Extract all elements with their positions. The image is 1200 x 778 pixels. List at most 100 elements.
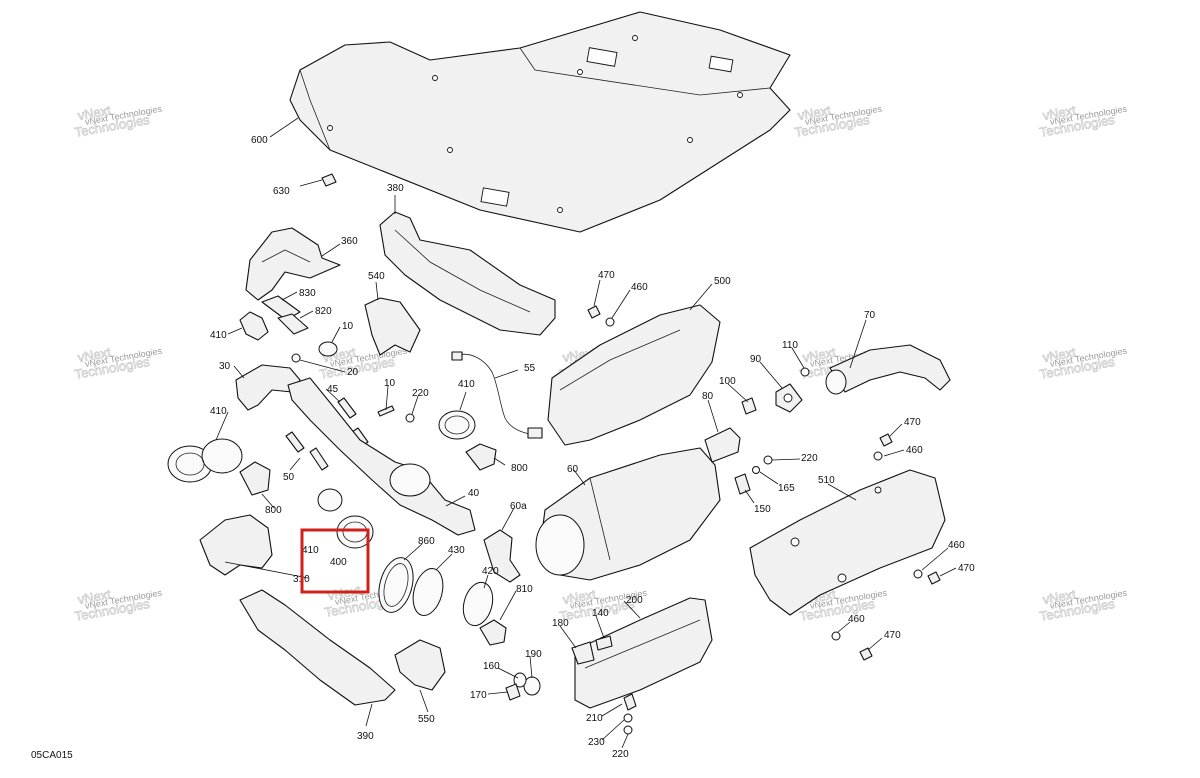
- part-380-heat-shield: [379, 211, 556, 336]
- callout-50: 50: [283, 472, 295, 483]
- callout-230: 230: [588, 737, 605, 748]
- callout-410: 410: [458, 379, 475, 390]
- callout-60a: 60a: [510, 501, 527, 512]
- callout-430: 430: [448, 545, 465, 556]
- part-100-bolt: [741, 397, 757, 415]
- part-800-bracket: [465, 443, 497, 471]
- part-80-tailpipe: [704, 427, 741, 463]
- part-460-washer: [831, 631, 841, 641]
- callout-410: 410: [210, 330, 227, 341]
- callout-180: 180: [552, 618, 569, 629]
- part-140-bracket: [595, 635, 613, 651]
- part-550-heat-shield: [394, 639, 446, 691]
- part-110-nut: [800, 367, 810, 377]
- watermark: vNext Technologies vNext Technologies: [73, 344, 163, 382]
- callout-470: 470: [958, 563, 975, 574]
- part-470-bolt: [859, 647, 873, 661]
- callout-600: 600: [251, 135, 268, 146]
- selection-highlight-box[interactable]: [300, 528, 370, 594]
- callout-60: 60: [567, 464, 579, 475]
- callout-150: 150: [754, 504, 771, 515]
- part-460-washer: [873, 451, 883, 461]
- callout-380: 380: [387, 183, 404, 194]
- svg-text:vNext: vNext: [1042, 344, 1078, 365]
- callout-390: 390: [357, 731, 374, 742]
- part-510-heat-shield: [749, 469, 946, 616]
- callout-220: 220: [412, 388, 429, 399]
- svg-text:vNext: vNext: [77, 102, 113, 123]
- callout-140: 140: [592, 608, 609, 619]
- callout-20: 20: [347, 367, 359, 378]
- callout-460: 460: [948, 540, 965, 551]
- part-410-clamp: [438, 410, 476, 440]
- watermark: vNext Technologies vNext Technologies: [73, 102, 163, 140]
- part-230-washer: [623, 713, 633, 723]
- watermark: vNext Technologies vNext Technologies: [73, 586, 163, 624]
- part-470-bolt: [927, 571, 941, 585]
- part-630-grommet: [321, 173, 337, 187]
- part-820-bracket: [277, 313, 309, 335]
- part-45-spring: [337, 397, 357, 419]
- callout-540: 540: [368, 271, 385, 282]
- callout-860: 860: [418, 536, 435, 547]
- callout-510: 510: [818, 475, 835, 486]
- callout-410: 410: [210, 406, 227, 417]
- part-10-gasket: [318, 341, 338, 357]
- watermark: vNext Technologies vNext Technologies: [1038, 344, 1128, 382]
- part-150-bolt: [734, 473, 751, 495]
- part-30-elbow-pipe: [235, 364, 301, 411]
- part-460-washer: [913, 569, 923, 579]
- callout-410: 410: [302, 545, 319, 556]
- callout-210: 210: [586, 713, 603, 724]
- part-390-heat-shield: [239, 589, 396, 706]
- callout-470: 470: [884, 630, 901, 641]
- callout-55: 55: [524, 363, 536, 374]
- part-220-nut: [763, 455, 773, 465]
- part-410-clamp: [167, 438, 243, 483]
- part-40-exhaust-pipe: [287, 377, 476, 536]
- callout-40: 40: [468, 488, 480, 499]
- part-70-end-pipe: [825, 344, 951, 395]
- watermark: vNext Technologies vNext Technologies: [318, 344, 408, 382]
- part-600-heat-shield-plate: [289, 11, 791, 233]
- part-60-muffler: [535, 447, 721, 581]
- part-500-heat-shield: [547, 304, 721, 446]
- callout-830: 830: [299, 288, 316, 299]
- callout-820: 820: [315, 306, 332, 317]
- callout-70: 70: [864, 310, 876, 321]
- callout-100: 100: [719, 376, 736, 387]
- part-90-flange: [775, 383, 803, 413]
- part-800-bracket: [239, 461, 271, 496]
- callout-360: 360: [341, 236, 358, 247]
- part-10-bolt: [377, 405, 395, 417]
- callout-500: 500: [714, 276, 731, 287]
- watermark: vNext Technologies vNext Technologies: [1038, 586, 1128, 624]
- callout-630: 630: [273, 186, 290, 197]
- part-310-pipe: [199, 514, 273, 576]
- part-210-bolt: [623, 693, 637, 711]
- part-180-bracket: [571, 641, 595, 665]
- callout-45: 45: [327, 384, 339, 395]
- part-470-bolt: [587, 305, 601, 319]
- part-200-mounting-bracket: [574, 597, 713, 709]
- part-540-heat-shield: [364, 297, 421, 356]
- callout-80: 80: [702, 391, 714, 402]
- callout-200: 200: [626, 595, 643, 606]
- part-420-clamp: [462, 581, 494, 627]
- part-430-clamp: [412, 568, 444, 616]
- svg-text:vNext: vNext: [802, 344, 838, 365]
- callout-220: 220: [612, 749, 629, 760]
- part-220-nut: [623, 725, 633, 735]
- svg-text:vNext: vNext: [562, 586, 598, 607]
- callout-800: 800: [265, 505, 282, 516]
- callout-550: 550: [418, 714, 435, 725]
- callout-220: 220: [801, 453, 818, 464]
- callout-90: 90: [750, 354, 762, 365]
- callout-460: 460: [631, 282, 648, 293]
- leader-lines: [215, 117, 957, 749]
- callout-810: 810: [516, 584, 533, 595]
- callout-170: 170: [470, 690, 487, 701]
- part-165-washer: [752, 466, 760, 474]
- callout-labels: 600 630 380 360 540 830 820 410 10 20 30…: [210, 135, 975, 760]
- part-860-gasket: [378, 557, 414, 613]
